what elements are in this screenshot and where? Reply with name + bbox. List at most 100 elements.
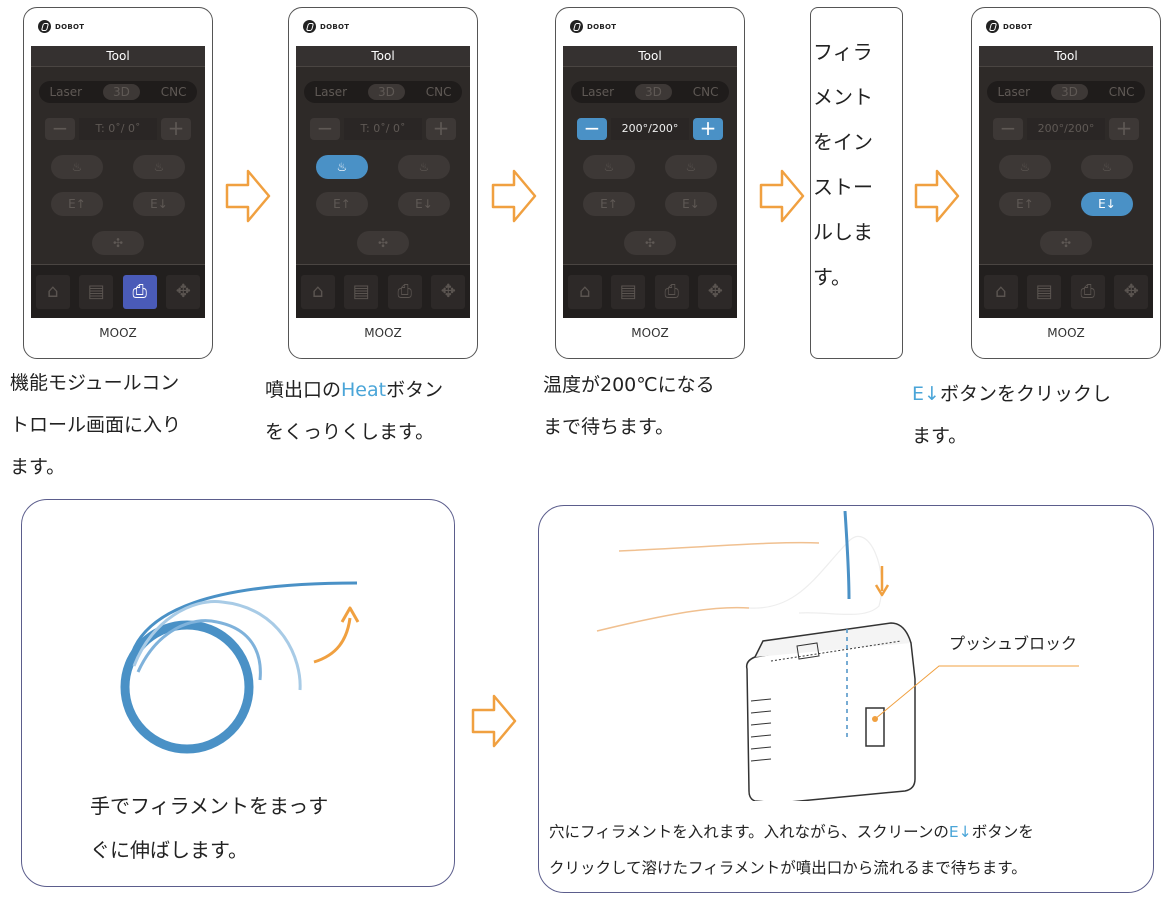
step-arrow-icon: [491, 169, 537, 223]
heat-nozzle-button[interactable]: ♨: [583, 155, 635, 179]
temp-plus-button[interactable]: +: [1109, 118, 1139, 140]
mode-3d[interactable]: 3D: [367, 84, 405, 100]
tall-line: をイン: [813, 130, 873, 154]
file-icon[interactable]: ▤: [344, 275, 379, 309]
caption-line: 温度が200℃になる: [543, 374, 715, 396]
model-label: MOOZ: [1047, 326, 1085, 340]
home-icon[interactable]: ⌂: [983, 275, 1018, 309]
temp-control: − 200°/200° +: [993, 118, 1139, 140]
temp-control: − T: 0˚/ 0˚ +: [310, 118, 456, 140]
mode-laser[interactable]: Laser: [314, 85, 348, 99]
temp-plus-button[interactable]: +: [161, 118, 191, 140]
mode-laser[interactable]: Laser: [49, 85, 83, 99]
dobot-logo: DOBOT: [303, 20, 349, 33]
extrude-down-button[interactable]: E↓: [133, 192, 185, 216]
brand-label: DOBOT: [1003, 22, 1033, 31]
brand-label: DOBOT: [587, 22, 617, 31]
file-icon[interactable]: ▤: [79, 275, 114, 309]
install-filament-box: フィラ メント をイン ストー ルしま す。: [810, 7, 903, 359]
filament-coil-illustration: [120, 581, 360, 754]
temp-control: − 200°/200° +: [577, 118, 723, 140]
home-icon[interactable]: ⌂: [35, 275, 70, 309]
heat-nozzle-button[interactable]: ♨: [51, 155, 103, 179]
screen-title: Tool: [31, 46, 205, 67]
caption-line: クリックして溶けたフィラメントが噴出口から流れるまで待ちます。: [549, 859, 1027, 877]
extrude-down-button[interactable]: E↓: [665, 192, 717, 216]
caption-text: ボタンを: [971, 823, 1034, 841]
extrude-up-button[interactable]: E↑: [999, 192, 1051, 216]
step-arrow-icon: [759, 169, 805, 223]
extrude-down-button[interactable]: E↓: [398, 192, 450, 216]
extrude-up-button[interactable]: E↑: [583, 192, 635, 216]
heat-bed-button[interactable]: ♨: [133, 155, 185, 179]
device-panel-1: DOBOT Tool Laser 3D CNC − T: 0˚/ 0˚ + ♨ …: [23, 7, 213, 359]
brand-label: DOBOT: [55, 22, 85, 31]
temp-plus-button[interactable]: +: [426, 118, 456, 140]
heat-nozzle-button[interactable]: ♨: [999, 155, 1051, 179]
caption-line: ぐに伸ばします。: [90, 838, 248, 862]
move-icon[interactable]: ✥: [166, 275, 201, 309]
mode-3d[interactable]: 3D: [1050, 84, 1088, 100]
tool-icon[interactable]: ⎙: [654, 275, 689, 309]
extrude-up-button[interactable]: E↑: [316, 192, 368, 216]
tool-icon[interactable]: ⎙: [1070, 275, 1105, 309]
dobot-logo-icon: [986, 20, 999, 33]
mode-3d[interactable]: 3D: [634, 84, 672, 100]
step-5-caption: E↓ボタンをクリックし ます。: [912, 373, 1111, 457]
fan-button[interactable]: ✣: [1040, 231, 1092, 255]
e-down-highlight: E↓: [912, 383, 940, 405]
push-block-label: プッシュブロック: [949, 634, 1078, 653]
step-3-caption: 温度が200℃になる まで待ちます。: [543, 364, 715, 448]
step-arrow-icon: [471, 694, 517, 748]
caption-line: 噴出口のHeatボタン: [265, 369, 443, 411]
mode-cnc[interactable]: CNC: [160, 85, 187, 99]
extrude-down-button[interactable]: E↓: [1081, 192, 1133, 216]
dobot-logo-icon: [570, 20, 583, 33]
heat-bed-button[interactable]: ♨: [398, 155, 450, 179]
tool-screen: Tool Laser 3D CNC − 200°/200° + ♨ ♨ E↑ E…: [563, 46, 737, 318]
model-label: MOOZ: [99, 326, 137, 340]
file-icon[interactable]: ▤: [1027, 275, 1062, 309]
caption-line: ます。: [10, 456, 66, 478]
screen-title: Tool: [979, 46, 1153, 67]
caption-line: ます。: [912, 425, 968, 447]
home-icon[interactable]: ⌂: [567, 275, 602, 309]
mode-cnc[interactable]: CNC: [425, 85, 452, 99]
file-icon[interactable]: ▤: [611, 275, 646, 309]
heat-bed-button[interactable]: ♨: [665, 155, 717, 179]
temp-minus-button[interactable]: −: [45, 118, 75, 140]
mode-laser[interactable]: Laser: [581, 85, 615, 99]
heat-nozzle-button[interactable]: ♨: [316, 155, 368, 179]
dobot-logo-icon: [38, 20, 51, 33]
move-icon[interactable]: ✥: [1114, 275, 1149, 309]
bottom-nav: ⌂ ▤ ⎙ ✥: [979, 264, 1153, 318]
move-icon[interactable]: ✥: [431, 275, 466, 309]
mode-3d[interactable]: 3D: [102, 84, 140, 100]
tool-icon[interactable]: ⎙: [387, 275, 422, 309]
fan-button[interactable]: ✣: [357, 231, 409, 255]
mode-laser[interactable]: Laser: [997, 85, 1031, 99]
device-panel-3: DOBOT Tool Laser 3D CNC − 200°/200° + ♨ …: [555, 7, 745, 359]
home-icon[interactable]: ⌂: [300, 275, 335, 309]
temp-minus-button[interactable]: −: [577, 118, 607, 140]
mode-cnc[interactable]: CNC: [692, 85, 719, 99]
tool-icon[interactable]: ⎙: [122, 275, 157, 309]
extrude-up-button[interactable]: E↑: [51, 192, 103, 216]
tool-screen: Tool Laser 3D CNC − T: 0˚/ 0˚ + ♨ ♨ E↑ E…: [296, 46, 470, 318]
temp-minus-button[interactable]: −: [310, 118, 340, 140]
move-icon[interactable]: ✥: [698, 275, 733, 309]
temp-plus-button[interactable]: +: [693, 118, 723, 140]
dobot-logo: DOBOT: [986, 20, 1032, 33]
temp-value: T: 0˚/ 0˚: [344, 118, 422, 140]
temp-minus-button[interactable]: −: [993, 118, 1023, 140]
fan-button[interactable]: ✣: [92, 231, 144, 255]
caption-line: まで待ちます。: [543, 416, 675, 438]
caption-line: 穴にフィラメントを入れます。入れながら、スクリーンのE↓ボタンを: [549, 814, 1034, 850]
fan-button[interactable]: ✣: [624, 231, 676, 255]
caption-line: 手でフィラメントをまっす: [90, 794, 329, 818]
step-1-caption: 機能モジュールコン トロール画面に入り ます。: [10, 362, 181, 488]
tall-line: ストー: [813, 175, 873, 199]
mode-cnc[interactable]: CNC: [1108, 85, 1135, 99]
heat-bed-button[interactable]: ♨: [1081, 155, 1133, 179]
temp-value: 200°/200°: [1027, 118, 1105, 140]
